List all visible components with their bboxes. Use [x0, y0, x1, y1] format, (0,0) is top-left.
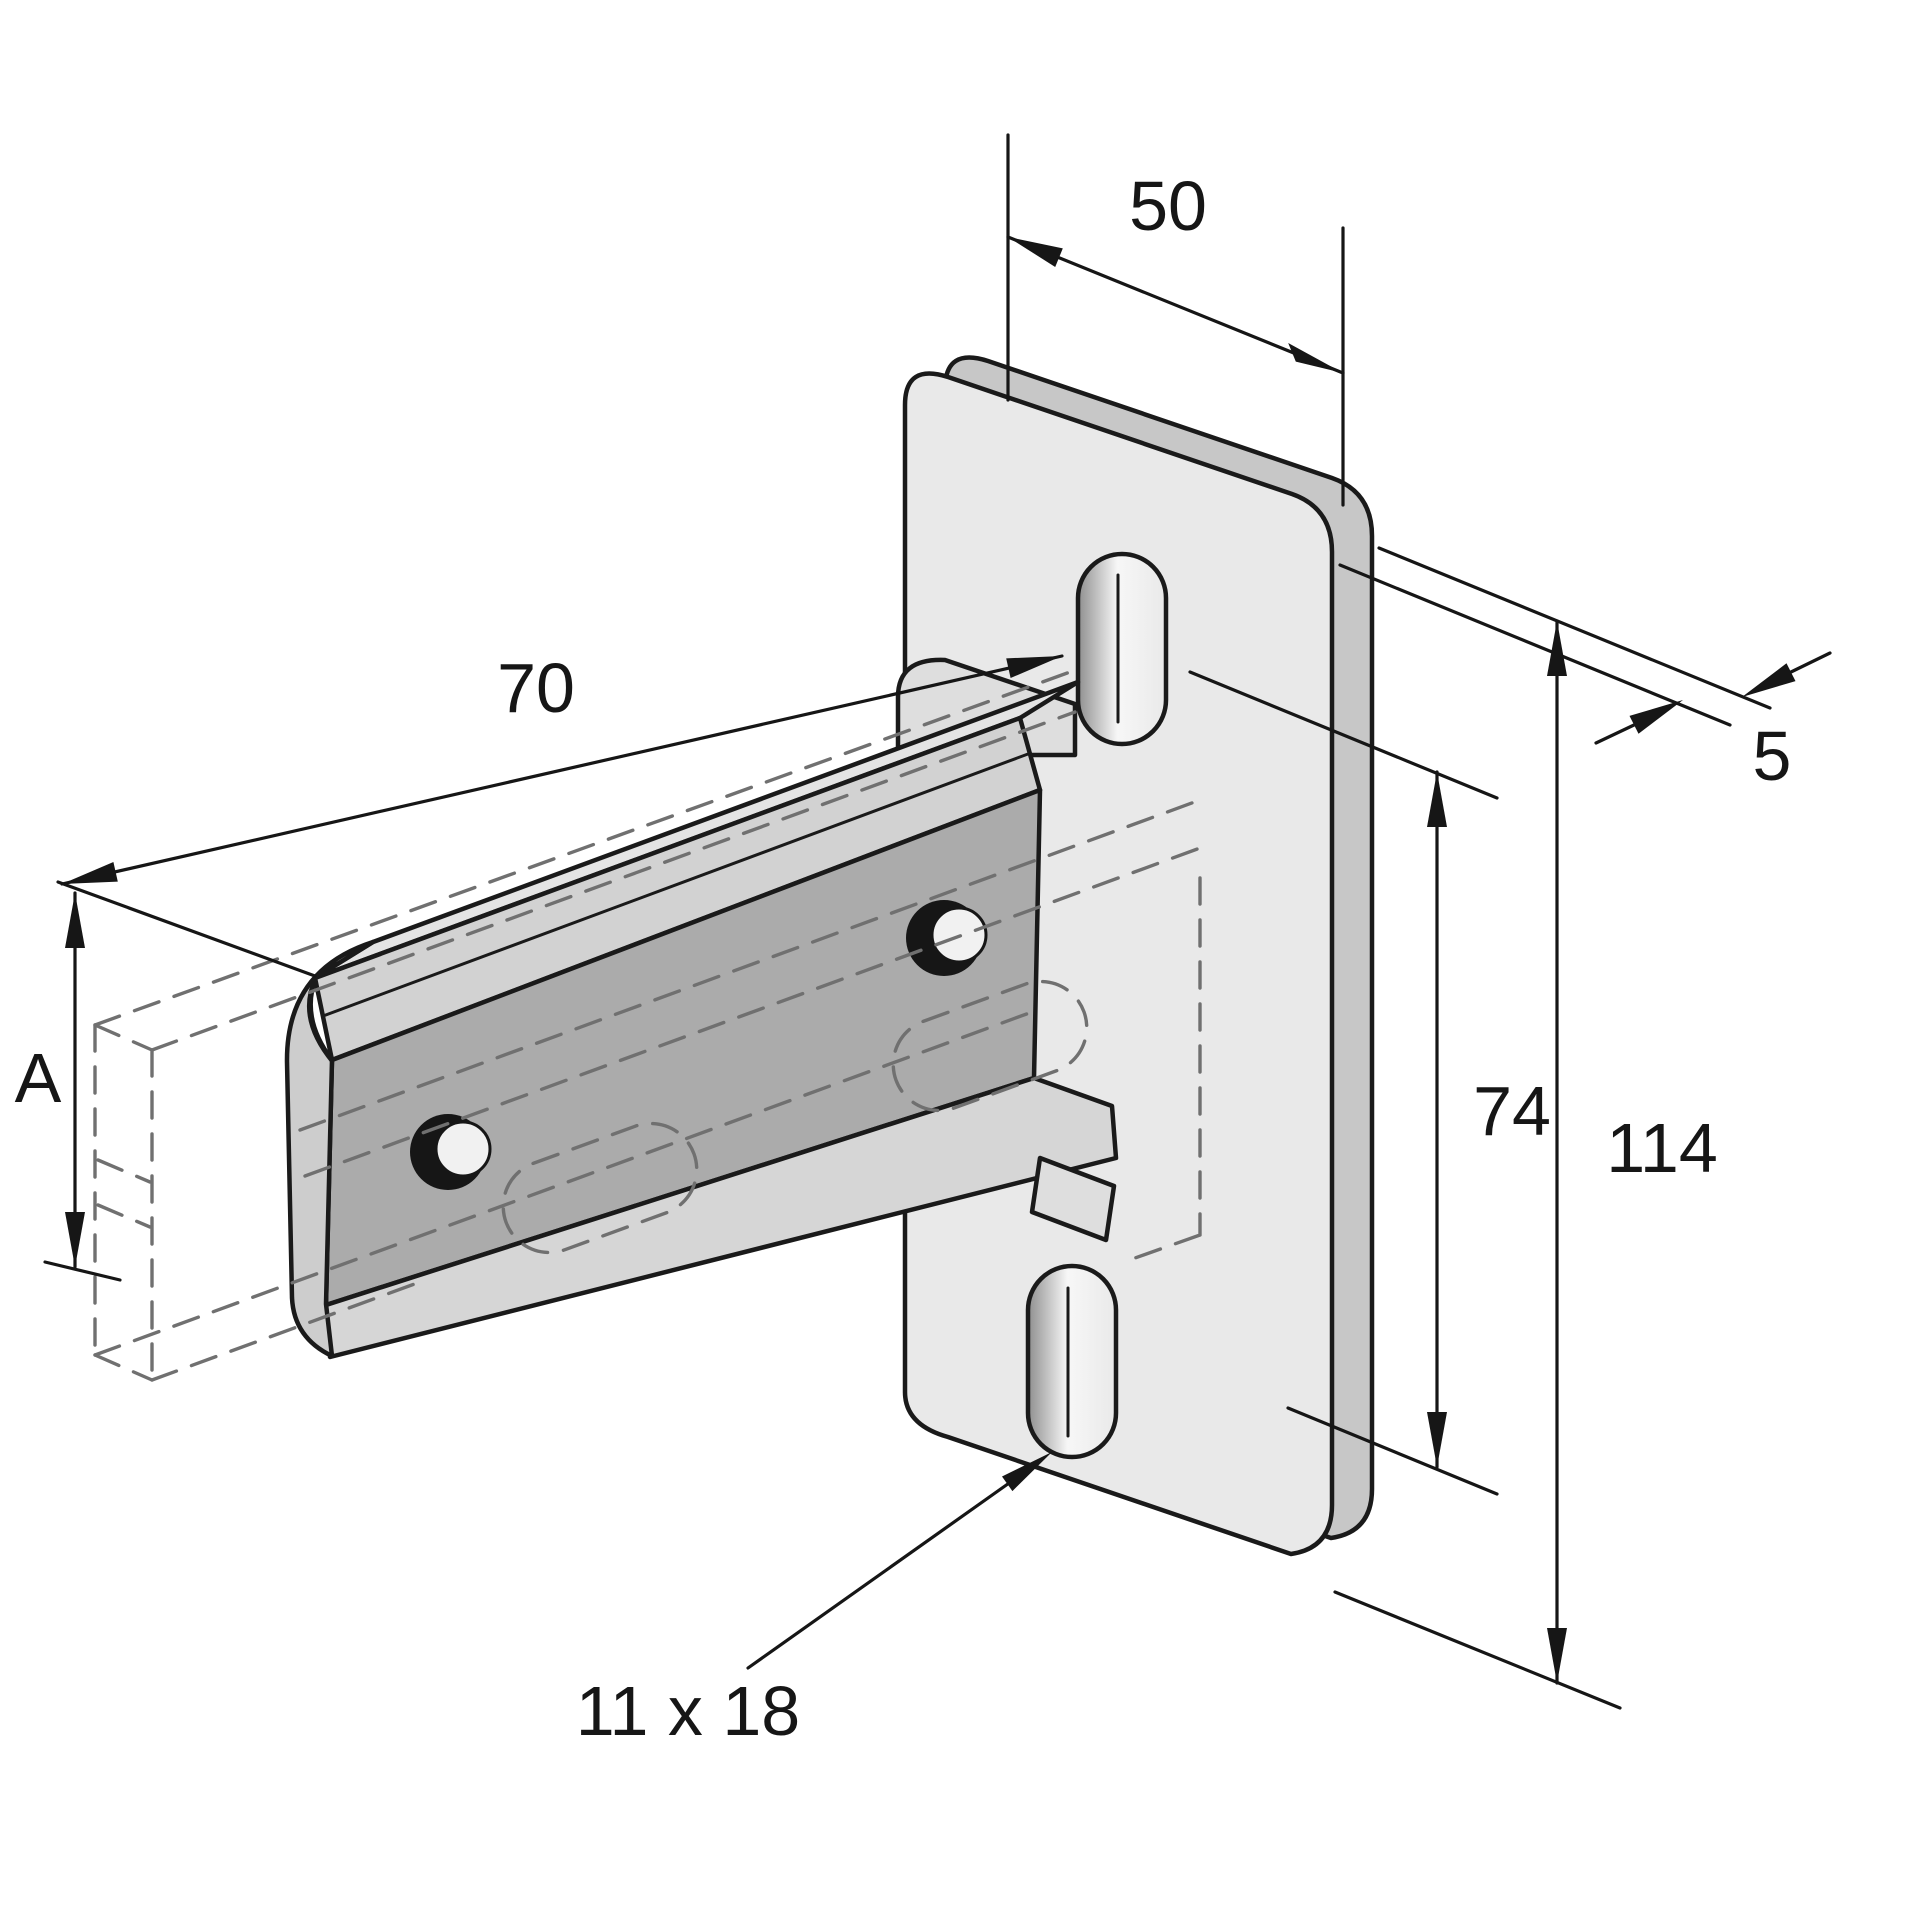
strut-bottom-back-edge — [93, 1010, 1034, 1357]
strut-lip-edge-upper — [298, 798, 1202, 1132]
dimA-arrow-bottom — [65, 1212, 85, 1267]
hidden-strut-channel — [93, 670, 1202, 1382]
bottom-slot — [1025, 1263, 1119, 1460]
cantilever-arm — [284, 657, 1119, 1360]
dim74-arrow-top — [1427, 772, 1447, 827]
slot-size-arrow — [1002, 1452, 1052, 1492]
dim50-label: 50 — [1129, 167, 1207, 245]
dim-plate-thickness: 5 — [1338, 546, 1832, 795]
dimA-label: A — [15, 1039, 62, 1117]
bolt-left — [410, 1114, 492, 1190]
strut-end-lips — [96, 1158, 152, 1229]
top-slot — [1075, 551, 1169, 747]
strut-plate-end-edge — [1133, 876, 1202, 1260]
dim74-ext-bottom — [1286, 1406, 1499, 1496]
dim50-arrow-right — [1288, 343, 1343, 373]
dimA-ext-bottom — [43, 1260, 122, 1282]
dim50-line — [1006, 235, 1345, 375]
dim5-ext-back — [1377, 546, 1772, 710]
dim114-arrow-bottom — [1547, 1628, 1567, 1683]
dim5-ext-front — [1338, 563, 1732, 727]
slot-size-label: 11 x 18 — [576, 1672, 800, 1750]
dim70-label: 70 — [497, 649, 575, 727]
slot-size-leader — [746, 1479, 1014, 1670]
dim5-label: 5 — [1753, 717, 1792, 795]
dim5-leader-lower — [1594, 723, 1636, 745]
dim-arm-length: 70 — [56, 649, 1064, 978]
callout-slot-size: 11 x 18 — [576, 1452, 1052, 1750]
dim5-arrow-lower — [1629, 700, 1683, 734]
bolt-right — [906, 900, 988, 976]
dim-plate-width: 50 — [1006, 133, 1345, 507]
dim-slot-spacing: 74 — [1188, 670, 1551, 1496]
dim70-arrow-right — [1006, 656, 1062, 678]
top-slot-opening — [1075, 551, 1169, 747]
dim74-arrow-bottom — [1427, 1412, 1447, 1467]
hidden-slot-right — [891, 979, 1089, 1113]
strut-top-front-edge — [150, 710, 1077, 1052]
dim5-arrow-upper — [1742, 663, 1796, 697]
dim50-arrow-left — [1008, 237, 1063, 267]
strut-lip-edge-lower — [303, 846, 1202, 1178]
dim5-leader-upper — [1789, 651, 1832, 674]
bottom-slot-opening — [1025, 1263, 1119, 1460]
strut-bottom-front-edge — [150, 1280, 422, 1382]
dim74-label: 74 — [1473, 1072, 1551, 1150]
dim114-arrow-top — [1547, 621, 1567, 676]
arm-bottom-tab — [1029, 1155, 1117, 1243]
dimA-arrow-top — [65, 893, 85, 948]
arm-flange-bend-line — [321, 752, 1030, 1018]
dim114-ext-bottom — [1333, 1590, 1622, 1710]
dim114-label: 114 — [1606, 1109, 1718, 1187]
dim74-ext-top — [1188, 670, 1499, 800]
dim-plate-height: 114 — [1333, 619, 1718, 1710]
strut-top-back-edge — [93, 670, 1072, 1027]
dim70-ext — [56, 880, 317, 978]
bolt-left-head-face — [434, 1120, 492, 1178]
hidden-slot-left — [501, 1121, 699, 1255]
strut-end-face — [93, 1023, 154, 1382]
dim70-arrow-left — [62, 862, 118, 884]
dim70-line — [60, 654, 1064, 886]
arm-end-bend-inner-line — [307, 976, 334, 1064]
dim-channel-height: A — [15, 891, 122, 1282]
